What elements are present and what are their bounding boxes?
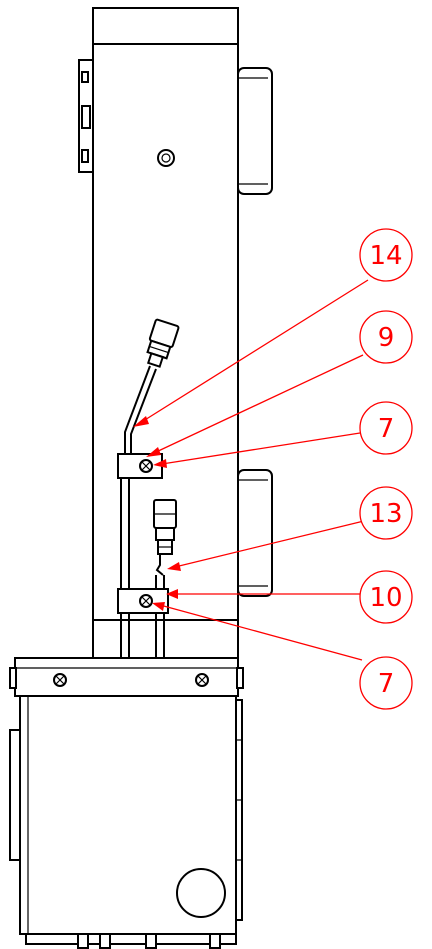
lower-fitting	[153, 499, 177, 576]
enclosure-box	[9, 657, 244, 949]
callout-balloon-7-upper: 7	[359, 401, 413, 455]
callout-balloon-9: 9	[359, 310, 413, 364]
callout-balloon-14: 14	[359, 228, 413, 282]
callout-label: 10	[369, 583, 402, 613]
lower-flange	[237, 469, 273, 597]
callout-label: 13	[369, 499, 402, 529]
upper-flange	[237, 67, 273, 195]
callout-label: 7	[378, 669, 395, 699]
callout-label: 7	[378, 414, 395, 444]
callout-balloon-13: 13	[359, 486, 413, 540]
callout-label: 9	[378, 323, 395, 353]
lower-clamp	[117, 588, 169, 614]
upper-clamp	[117, 453, 163, 479]
upper-fitting	[124, 318, 180, 455]
callout-balloon-7-lower: 7	[359, 656, 413, 710]
leader-lines	[133, 279, 369, 661]
callout-balloon-10: 10	[359, 570, 413, 624]
callout-label: 14	[369, 241, 402, 271]
